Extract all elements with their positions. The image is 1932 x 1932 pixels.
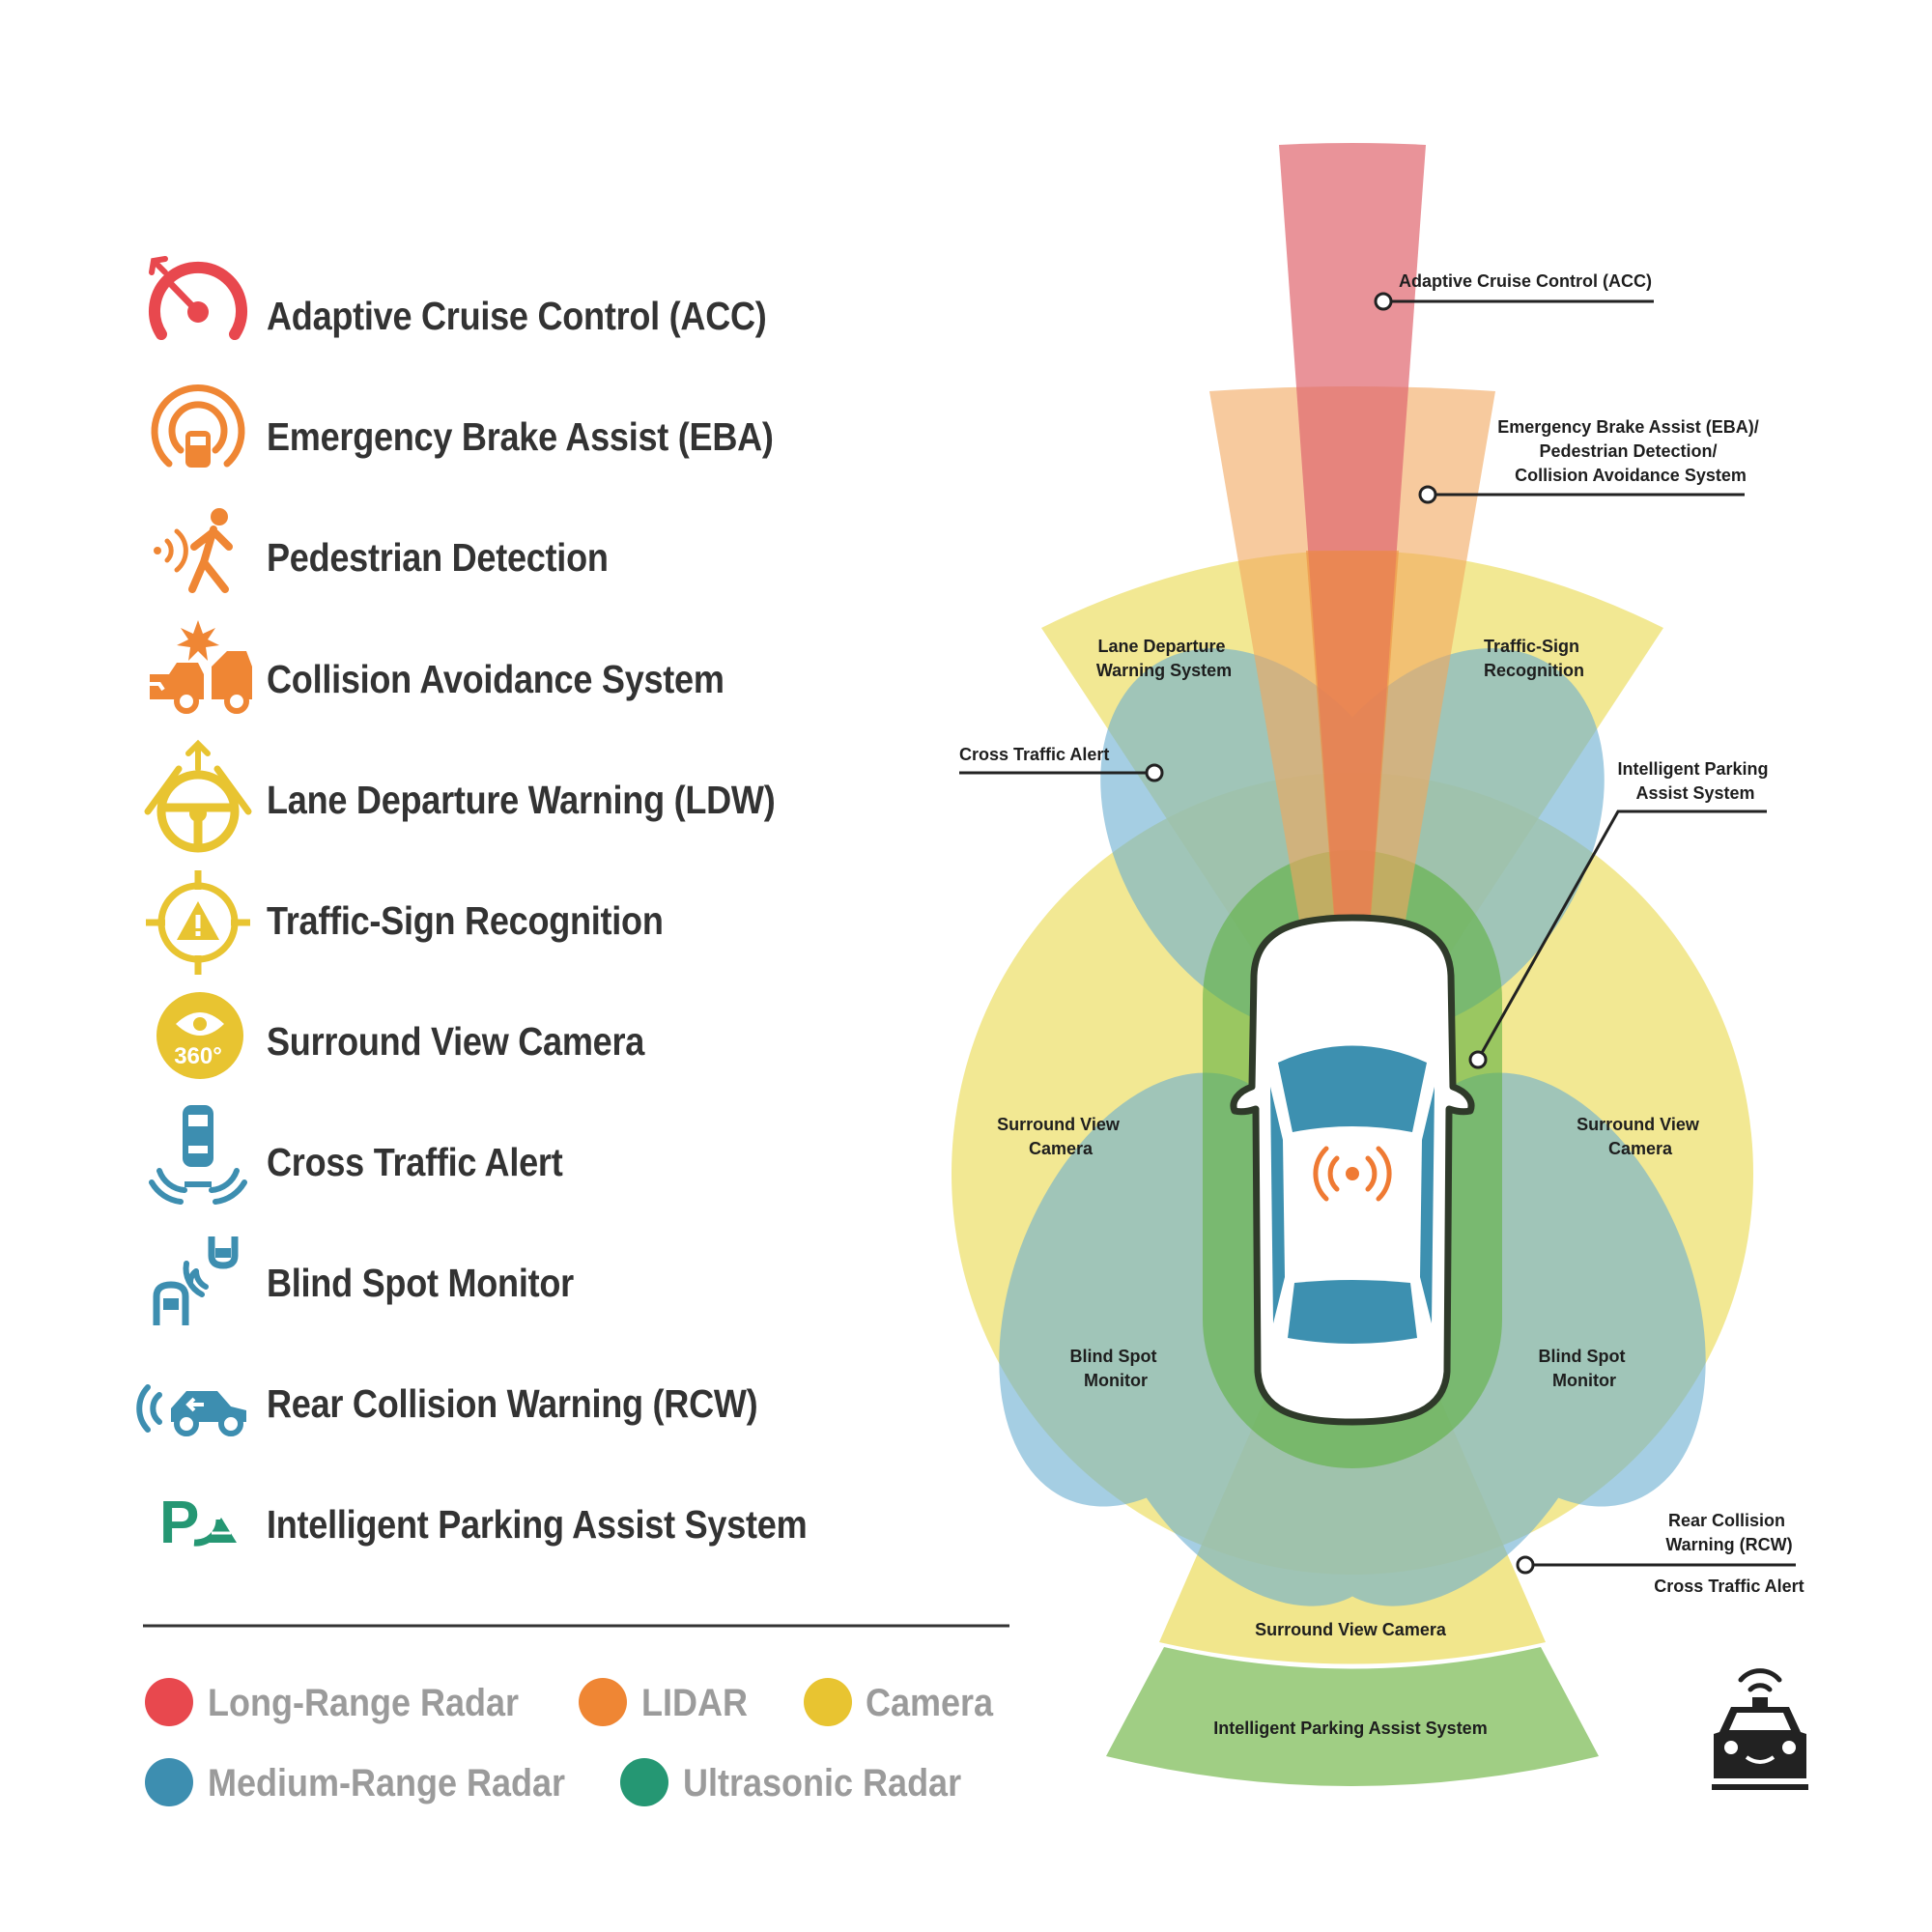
lane-departure-label: Lane Departure Warning System bbox=[1096, 637, 1232, 680]
left-side-windows bbox=[1270, 1087, 1285, 1323]
feature-label-traffic-sign: Traffic-Sign Recognition bbox=[267, 898, 664, 943]
feature-label-eba: Emergency Brake Assist (EBA) bbox=[267, 414, 774, 459]
legend-swatch-lidar bbox=[579, 1678, 627, 1726]
legend-label-long-range-radar: Long-Range Radar bbox=[208, 1682, 520, 1724]
rear-ultrasonic-zone bbox=[1106, 1647, 1599, 1786]
cross-traffic-rear-label: Cross Traffic Alert bbox=[1654, 1577, 1804, 1596]
right-side-windows bbox=[1420, 1087, 1435, 1323]
eye-360-icon: 360° bbox=[156, 992, 243, 1079]
rear-car-icon bbox=[136, 1384, 246, 1436]
legend-swatch-medium-range-radar bbox=[145, 1758, 193, 1806]
parking-callout-dot bbox=[1468, 1050, 1488, 1069]
sensor-waves-icon bbox=[1313, 1146, 1392, 1202]
surround-left-label: Surround View Camera bbox=[997, 1115, 1124, 1158]
legend-label-medium-range-radar: Medium-Range Radar bbox=[208, 1762, 566, 1804]
blind-spot-right-label: Blind Spot Monitor bbox=[1539, 1347, 1631, 1390]
feature-label-collision: Collision Avoidance System bbox=[267, 657, 724, 701]
blind-spot-icon bbox=[153, 1236, 239, 1325]
cross-traffic-front-dot bbox=[1145, 763, 1164, 782]
legend-swatch-camera bbox=[804, 1678, 852, 1726]
feature-label-pedestrian: Pedestrian Detection bbox=[267, 535, 609, 580]
zone-labels: Lane Departure Warning System Traffic-Si… bbox=[997, 637, 1704, 1738]
car-top-view bbox=[1230, 914, 1475, 1426]
autonomous-car-logo bbox=[1712, 1668, 1808, 1790]
legend-label-lidar: LIDAR bbox=[641, 1682, 748, 1724]
legend-label-camera: Camera bbox=[866, 1682, 994, 1724]
surround-right-label: Surround View Camera bbox=[1577, 1115, 1704, 1158]
feature-label-ldw: Lane Departure Warning (LDW) bbox=[267, 778, 776, 822]
feature-label-rcw: Rear Collision Warning (RCW) bbox=[267, 1381, 758, 1426]
feature-label-surround-view: Surround View Camera bbox=[267, 1019, 645, 1064]
parking-callout-label: Intelligent Parking Assist System bbox=[1617, 759, 1773, 803]
eba-callout-label: Emergency Brake Assist (EBA)/ Pedestrian… bbox=[1497, 417, 1763, 485]
brake-radar-icon bbox=[151, 384, 245, 468]
svg-text:P: P bbox=[159, 1490, 199, 1556]
acc-callout-dot bbox=[1374, 292, 1393, 311]
speedometer-icon bbox=[149, 256, 247, 340]
blind-spot-left-label: Blind Spot Monitor bbox=[1070, 1347, 1162, 1390]
acc-callout-label: Adaptive Cruise Control (ACC) bbox=[1399, 271, 1652, 291]
feature-label-blind-spot: Blind Spot Monitor bbox=[267, 1261, 574, 1305]
feature-icons: 360° P bbox=[136, 256, 252, 1556]
callouts: Adaptive Cruise Control (ACC) Emergency … bbox=[959, 271, 1804, 1596]
legend-swatch-long-range-radar bbox=[145, 1678, 193, 1726]
collision-icon bbox=[150, 620, 252, 714]
legend-swatches bbox=[145, 1678, 852, 1806]
front-windshield bbox=[1278, 1045, 1427, 1132]
legend-swatch-ultrasonic-radar bbox=[620, 1758, 668, 1806]
warning-sign-target-icon bbox=[146, 870, 250, 975]
rear-window bbox=[1288, 1280, 1417, 1344]
pedestrian-icon bbox=[154, 508, 233, 593]
surround-rear-label: Surround View Camera bbox=[1255, 1620, 1447, 1639]
legend-label-ultrasonic-radar: Ultrasonic Radar bbox=[683, 1762, 962, 1804]
lidar-core bbox=[1306, 551, 1399, 956]
feature-label-parking: Intelligent Parking Assist System bbox=[267, 1502, 808, 1547]
icon-360-text: 360° bbox=[174, 1043, 222, 1069]
cross-traffic-front-label: Cross Traffic Alert bbox=[959, 745, 1109, 764]
parking-rear-label: Intelligent Parking Assist System bbox=[1213, 1719, 1487, 1738]
feature-label-cross-traffic: Cross Traffic Alert bbox=[267, 1140, 563, 1184]
steering-wheel-icon bbox=[144, 739, 252, 853]
feature-label-acc: Adaptive Cruise Control (ACC) bbox=[267, 294, 767, 338]
eba-callout-dot bbox=[1418, 485, 1437, 504]
rcw-callout-dot bbox=[1516, 1555, 1535, 1575]
car-waves-icon bbox=[149, 1105, 247, 1205]
traffic-sign-label: Traffic-Sign Recognition bbox=[1484, 637, 1584, 680]
rcw-callout-label: Rear Collision Warning (RCW) bbox=[1665, 1511, 1792, 1554]
parking-assist-icon: P bbox=[159, 1490, 237, 1556]
